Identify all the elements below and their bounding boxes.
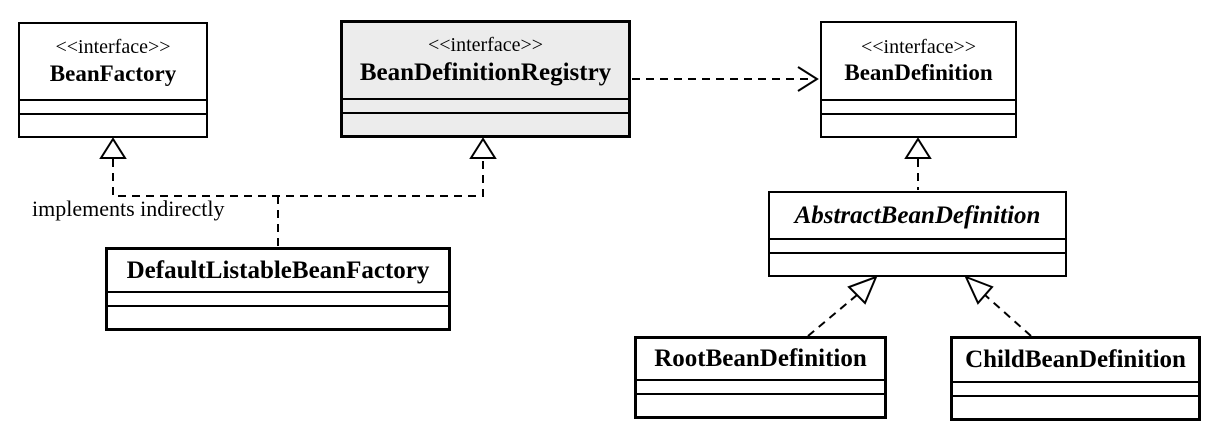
class-box-beanfactory: <<interface>> BeanFactory (18, 22, 208, 138)
hollow-triangle-icon-beandefinition (904, 137, 932, 159)
operations-compartment (108, 305, 448, 328)
hollow-triangle-icon-root (847, 275, 878, 305)
class-name: DefaultListableBeanFactory (126, 256, 430, 284)
attributes-compartment (108, 291, 448, 305)
attributes-compartment (822, 99, 1015, 113)
operations-compartment (20, 113, 206, 136)
generalization-line-child (984, 294, 1032, 337)
attributes-compartment (637, 379, 884, 393)
class-title-compartment: AbstractBeanDefinition (770, 193, 1065, 238)
realization-path-dlbf-to-interfaces (112, 159, 484, 197)
class-box-abstractbeandefinition: AbstractBeanDefinition (768, 191, 1067, 277)
class-title-compartment: RootBeanDefinition (637, 339, 884, 379)
class-box-beandefinitionregistry: <<interface>> BeanDefinitionRegistry (340, 20, 631, 138)
class-title-compartment: <<interface>> BeanFactory (20, 24, 206, 99)
operations-compartment (343, 112, 628, 135)
stereotype-label: <<interface>> (427, 33, 544, 56)
class-title-compartment: ChildBeanDefinition (953, 339, 1198, 381)
operations-compartment (822, 113, 1015, 136)
class-name: RootBeanDefinition (654, 345, 867, 373)
operations-compartment (953, 395, 1198, 418)
class-title-compartment: <<interface>> BeanDefinition (822, 23, 1015, 99)
class-name: ChildBeanDefinition (965, 346, 1186, 374)
class-box-childbeandefinition: ChildBeanDefinition (950, 336, 1201, 421)
hollow-triangle-icon-registry (469, 137, 497, 159)
attributes-compartment (770, 238, 1065, 252)
operations-compartment (770, 252, 1065, 275)
class-box-beandefinition: <<interface>> BeanDefinition (820, 21, 1017, 138)
stereotype-label: <<interface>> (860, 35, 977, 58)
class-box-rootbeandefinition: RootBeanDefinition (634, 336, 887, 419)
hollow-triangle-icon-beanfactory (99, 137, 127, 159)
generalization-line-root (807, 294, 858, 337)
class-title-compartment: <<interface>> BeanDefinitionRegistry (343, 23, 628, 98)
class-name: AbstractBeanDefinition (794, 201, 1041, 229)
class-name: BeanDefinition (844, 60, 993, 86)
attributes-compartment (20, 99, 206, 113)
class-name: BeanDefinitionRegistry (359, 58, 612, 86)
class-title-compartment: DefaultListableBeanFactory (108, 250, 448, 291)
class-name: BeanFactory (49, 60, 177, 86)
attributes-compartment (953, 381, 1198, 395)
implements-indirectly-label: implements indirectly (32, 196, 225, 221)
attributes-compartment (343, 98, 628, 112)
hollow-triangle-icon-child (964, 275, 994, 305)
class-box-defaultlistablebeanfactory: DefaultListableBeanFactory (105, 247, 451, 331)
dependency-open-arrowhead-icon (797, 66, 819, 92)
stereotype-label: <<interface>> (55, 36, 171, 59)
operations-compartment (637, 393, 884, 416)
